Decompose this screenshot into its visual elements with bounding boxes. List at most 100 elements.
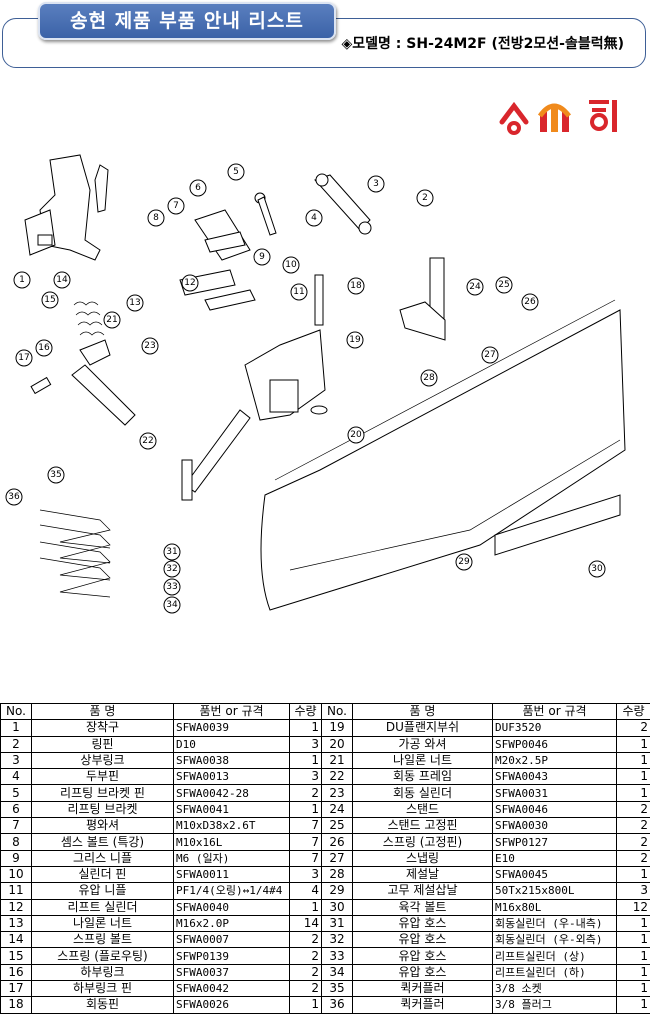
table-cell: 1 — [289, 898, 322, 916]
table-cell: 25 — [321, 817, 353, 835]
callout-20: 20 — [347, 426, 365, 444]
table-cell: 17 — [0, 980, 32, 998]
table-cell: 1 — [289, 719, 322, 737]
table-cell: SFWA0031 — [492, 784, 617, 802]
table-cell: SFWP0127 — [492, 833, 617, 851]
logo-mark — [499, 100, 617, 135]
table-cell: 스탠드 고정핀 — [352, 817, 493, 835]
callout-number: 5 — [233, 167, 239, 177]
table-cell: 5 — [0, 784, 32, 802]
callout-number: 27 — [484, 350, 495, 360]
table-cell: 그리스 니플 — [31, 849, 174, 867]
table-cell: 2 — [289, 980, 322, 998]
rotating-cylinder-drawing — [181, 409, 251, 501]
table-cell: 스프링 (고정핀) — [352, 833, 493, 851]
table-cell: 유압 호스 — [352, 963, 493, 982]
table-cell: 3/8 소켓 — [492, 980, 617, 998]
table-cell: 2 — [616, 817, 650, 835]
table-cell: 제설날 — [352, 865, 493, 884]
callout-circle — [227, 163, 245, 181]
callout-circle — [5, 488, 23, 506]
table-cell: 21 — [321, 751, 353, 770]
callout-number: 16 — [38, 343, 50, 353]
table-cell: 3/8 플러그 — [492, 996, 617, 1014]
callout-circle — [189, 179, 207, 197]
table-cell: 28 — [321, 865, 353, 884]
table-cell: 1 — [289, 800, 322, 819]
table-cell: 35 — [321, 980, 353, 998]
callout-number: 22 — [142, 436, 153, 446]
callout-7: 7 — [167, 197, 185, 215]
table-cell: 8 — [0, 833, 32, 851]
table-cell: D10 — [173, 735, 290, 753]
table-cell: 리프팅 브라켓 — [31, 800, 174, 819]
table-cell: 16 — [0, 963, 32, 982]
table-cell: 18 — [0, 996, 32, 1014]
table-cell: SFWA0042-28 — [173, 784, 290, 802]
callout-30: 30 — [588, 560, 606, 578]
callout-number: 26 — [524, 297, 536, 307]
table-cell: 2 — [616, 800, 650, 819]
table-cell: 회동핀 — [31, 996, 174, 1014]
callout-number: 20 — [350, 430, 362, 440]
callout-circle — [15, 349, 33, 367]
table-cell: 1 — [616, 980, 650, 998]
table-cell: 나일론 너트 — [31, 914, 174, 933]
table-cell: 스냅링 — [352, 849, 493, 867]
callout-number: 31 — [166, 547, 177, 557]
callout-circle — [367, 175, 385, 193]
callout-8: 8 — [147, 209, 165, 227]
header-name-2: 품 명 — [352, 702, 493, 721]
callout-13: 13 — [126, 294, 144, 312]
table-cell: 스프링 볼트 — [31, 931, 174, 949]
header-no-2: No. — [321, 702, 353, 721]
callout-35: 35 — [47, 466, 65, 484]
callout-number: 6 — [195, 183, 201, 193]
callout-29: 29 — [455, 553, 473, 571]
table-cell: 12 — [616, 898, 650, 916]
table-cell: SFWA0037 — [173, 963, 290, 982]
table-cell: 2 — [289, 963, 322, 982]
table-cell: 7 — [289, 817, 322, 835]
callout-circle — [141, 337, 159, 355]
table-cell: SFWA0030 — [492, 817, 617, 835]
callout-circle — [163, 578, 181, 596]
table-cell: 7 — [289, 849, 322, 867]
table-cell: 장착구 — [31, 719, 174, 737]
header-no: No. — [0, 702, 32, 721]
rotating-frame-drawing — [244, 274, 328, 421]
callout-number: 32 — [166, 564, 177, 574]
table-cell: 셈스 볼트 (특강) — [31, 833, 174, 851]
table-cell: 2 — [616, 833, 650, 851]
callout-number: 12 — [184, 278, 195, 288]
table-cell: 7 — [0, 817, 32, 835]
table-cell: 10 — [0, 865, 32, 884]
table-cell: 1 — [616, 996, 650, 1014]
callout-6: 6 — [189, 179, 207, 197]
table-cell: PF1/4(오링)↔1/4#4 — [173, 882, 290, 900]
table-cell: 1 — [616, 751, 650, 770]
table-cell: 실린더 핀 — [31, 865, 174, 884]
hoses-drawing — [39, 509, 111, 598]
callout-circle — [347, 277, 365, 295]
callout-33: 33 — [163, 578, 181, 596]
callout-number: 35 — [50, 470, 61, 480]
table-cell: 유압 호스 — [352, 914, 493, 933]
callout-circle — [305, 209, 323, 227]
table-cell: 회동실린더 (우-외측) — [492, 931, 617, 949]
table-cell: 15 — [0, 947, 32, 965]
callout-circle — [147, 209, 165, 227]
table-cell: 50Tx215x800L — [492, 882, 617, 900]
table-cell: 12 — [0, 898, 32, 916]
callout-31: 31 — [163, 543, 181, 561]
callout-19: 19 — [346, 331, 364, 349]
table-cell: 두부핀 — [31, 768, 174, 786]
table-cell: M16x2.0P — [173, 914, 290, 933]
